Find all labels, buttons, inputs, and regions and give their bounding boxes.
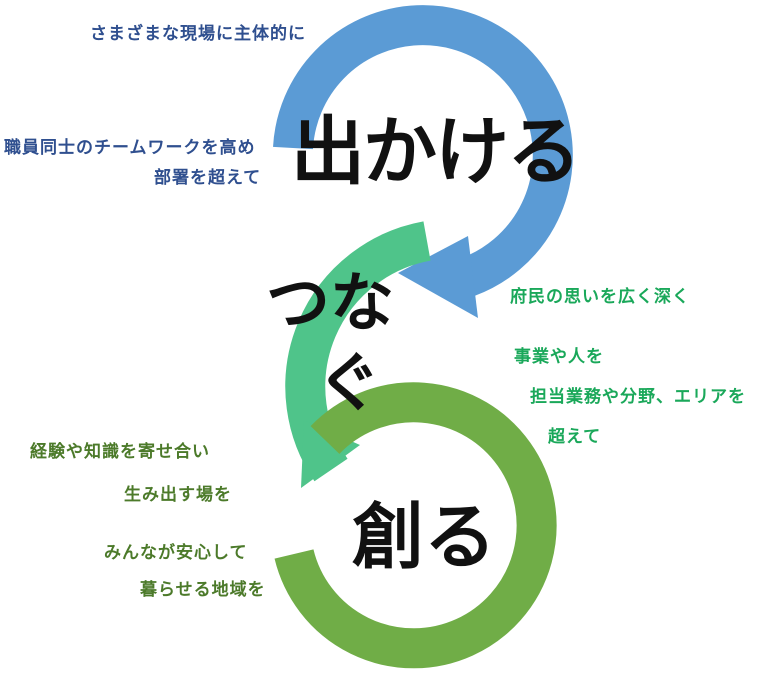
- note-olive-3: みんなが安心して: [104, 543, 248, 563]
- note-olive-2: 生み出す場を: [124, 485, 232, 505]
- blue-arrowhead: [398, 236, 478, 318]
- note-blue-2: 職員同士のチームワークを高め: [4, 138, 256, 158]
- note-green-1: 府民の思いを広く深く: [510, 287, 690, 307]
- stage-title-go-out: 出かける: [291, 109, 581, 195]
- green-arrowhead: [301, 420, 360, 488]
- blue-arrow: [273, 5, 573, 318]
- olive-ring: [274, 382, 557, 669]
- blue-arrow-arc: [273, 5, 573, 296]
- note-green-3: 担当業務や分野、エリアを: [530, 387, 746, 407]
- stage-title-connect-line1: つな: [266, 267, 394, 341]
- stage-title-connect-line2: ぐ: [317, 347, 381, 421]
- note-blue-3: 部署を超えて: [154, 168, 262, 188]
- stage-title-create: 創る: [352, 495, 497, 579]
- note-blue-1: さまざまな現場に主体的に: [90, 24, 306, 44]
- note-green-2: 事業や人を: [514, 347, 604, 367]
- green-arrow: [285, 221, 431, 488]
- note-olive-1: 経験や知識を寄せ合い: [30, 442, 210, 462]
- olive-ring-arc: [274, 382, 557, 669]
- note-olive-4: 暮らせる地域を: [140, 580, 266, 600]
- note-green-4: 超えて: [548, 427, 602, 447]
